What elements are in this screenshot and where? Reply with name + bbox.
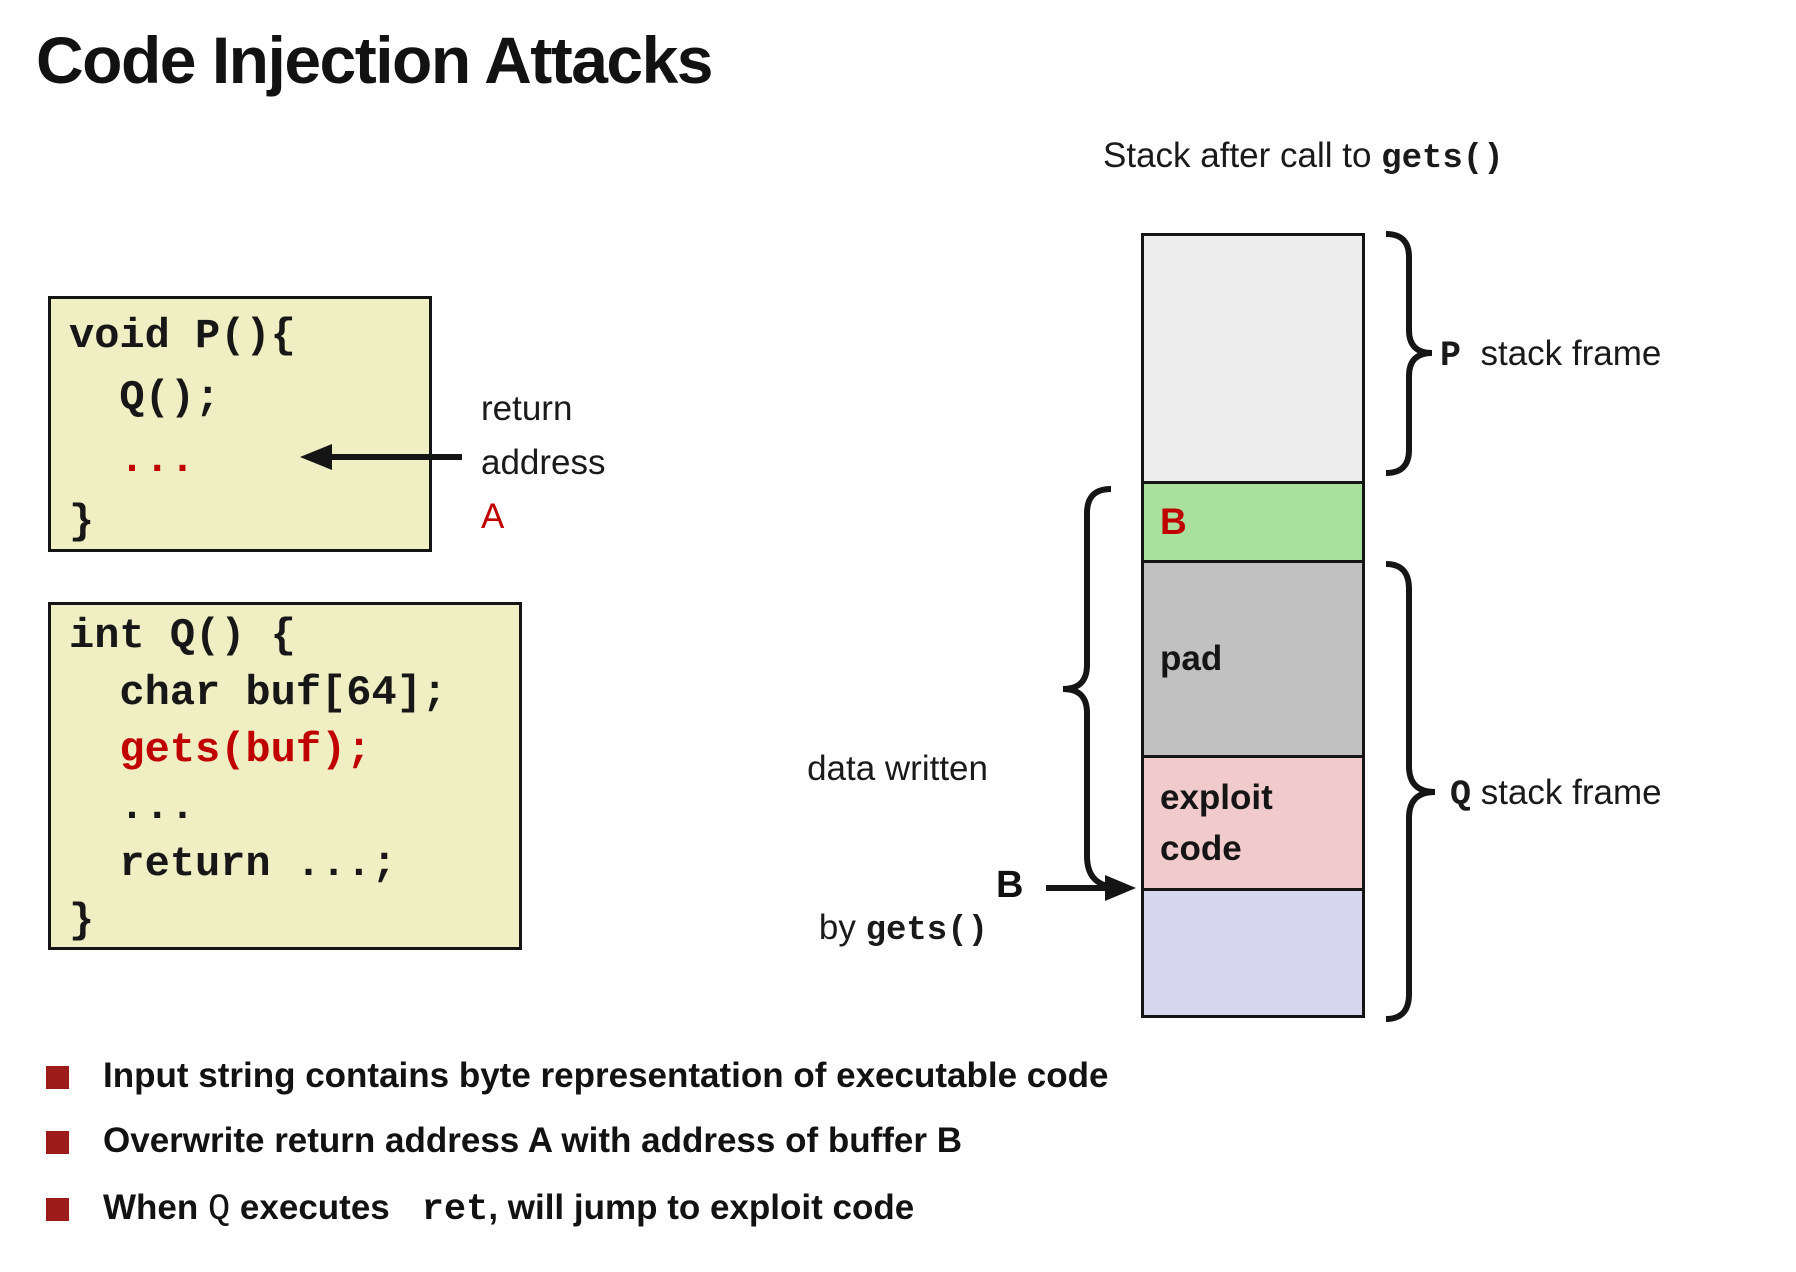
bullet-square-icon	[46, 1198, 69, 1221]
code-line: }	[69, 498, 95, 546]
left-brace-data-written	[1062, 486, 1114, 890]
stack-block-b-label: B	[1160, 501, 1187, 542]
bullet3-text-2: executes	[230, 1188, 400, 1227]
data-written-label: data written by gets()	[698, 636, 988, 1064]
bullet3-text-3: , will jump to exploit code	[488, 1188, 915, 1227]
return-address-a: A	[481, 497, 505, 536]
return-address-label-line2: address	[481, 443, 606, 482]
stack-heading-gets-code: gets()	[1381, 140, 1504, 178]
code-line-ellipsis: ...	[69, 436, 196, 484]
code-line: int Q() {	[69, 612, 296, 660]
stack-heading-text: Stack after call to	[1103, 136, 1382, 175]
code-box-function-p: void P(){ Q(); ... }	[48, 296, 432, 552]
q-stack-frame-label: Q stack frame	[1450, 773, 1662, 815]
code-line-gets-call: gets(buf);	[69, 726, 372, 774]
code-line: Q();	[69, 374, 221, 422]
p-frame-text: stack frame	[1461, 334, 1662, 373]
bullet-item: When Q executes ret, will jump to exploi…	[46, 1188, 1546, 1231]
bullet-square-icon	[46, 1066, 69, 1089]
stack-block-pad: pad	[1144, 560, 1362, 755]
right-brace-q-frame	[1385, 561, 1436, 1022]
q-frame-text: stack frame	[1471, 773, 1662, 812]
bullet3-ret-code: ret	[399, 1189, 489, 1231]
return-address-label: return address A	[481, 382, 606, 544]
right-brace-p-frame	[1385, 231, 1433, 476]
data-written-gets-code: gets()	[865, 912, 988, 950]
stack-block-return-address-b: B	[1144, 481, 1362, 560]
bullet-text: When Q executes ret, will jump to exploi…	[103, 1188, 914, 1231]
exploit-label-line1: exploit	[1160, 778, 1273, 817]
stack-diagram: B pad exploit code	[1141, 233, 1365, 1018]
code-box-function-q: int Q() { char buf[64]; gets(buf); ... r…	[48, 602, 522, 950]
p-stack-frame-label: P stack frame	[1440, 334, 1661, 376]
bullet-item: Input string contains byte representatio…	[46, 1056, 1546, 1096]
p-frame-func-code: P	[1440, 336, 1462, 376]
stack-diagram-heading: Stack after call to gets()	[1103, 136, 1504, 178]
page-title: Code Injection Attacks	[36, 23, 714, 97]
bullet-square-icon	[46, 1131, 69, 1154]
bullet3-text-1: When	[103, 1188, 208, 1227]
code-line: char buf[64];	[69, 669, 448, 717]
stack-block-p-frame	[1144, 236, 1362, 481]
data-written-line2: by gets()	[698, 901, 988, 958]
data-written-by-text: by	[818, 908, 866, 947]
code-line: ...	[69, 783, 196, 831]
code-line: }	[69, 897, 95, 945]
bullet-text: Overwrite return address A with address …	[103, 1121, 962, 1160]
bullet-item: Overwrite return address A with address …	[46, 1121, 1546, 1161]
return-address-label-line1: return	[481, 389, 573, 428]
b-pointer-label: B	[996, 864, 1024, 906]
stack-block-pad-label: pad	[1160, 639, 1223, 678]
stack-block-exploit-code: exploit code	[1144, 755, 1362, 888]
code-line: void P(){	[69, 312, 296, 360]
code-line: return ...;	[69, 840, 397, 888]
stack-block-buffer	[1144, 888, 1362, 1015]
b-pointer-arrowhead-icon	[1105, 875, 1136, 901]
data-written-line1: data written	[807, 749, 988, 788]
q-frame-func-code: Q	[1450, 775, 1472, 815]
exploit-label-line2: code	[1160, 829, 1242, 868]
bullet3-q-code: Q	[207, 1189, 231, 1231]
bullet-text: Input string contains byte representatio…	[103, 1056, 1109, 1095]
